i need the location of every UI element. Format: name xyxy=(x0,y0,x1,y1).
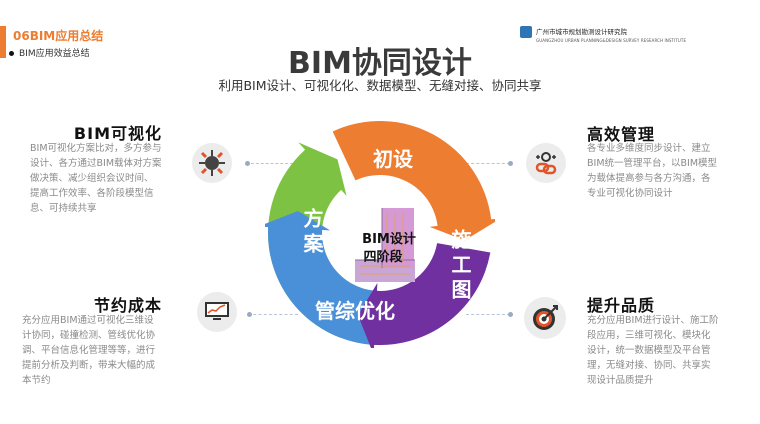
text-line: 提高工作效率、各阶段模型信 xyxy=(30,188,154,199)
page-subtitle: 利用BIM设计、可视化化、数据模型、无缝对接、协同共享 xyxy=(218,78,542,93)
connector-dot xyxy=(247,312,252,317)
text-line: BIM可视化方案比对，多方参与 xyxy=(30,143,162,154)
cost-title: 节约成本 xyxy=(93,296,162,315)
connector-dot xyxy=(508,312,513,317)
text-line: 提前分析及判断，带来大幅的成 xyxy=(22,360,156,371)
bim-stage-cycle: BIM设计 四阶段 初设 管综优化 xyxy=(265,121,495,348)
connector-dot xyxy=(245,161,250,166)
visual-text: BIM可视化方案比对，多方参与 设计、各方通过BIM载体对方案 做决策、减少组织… xyxy=(30,141,180,216)
text-line: 现设计品质提升 xyxy=(587,375,654,386)
visual-title: BIM可视化 xyxy=(73,124,162,143)
text-line: 做决策、减少组织会议时间、 xyxy=(30,173,154,184)
text-line: 计协同，碰撞检测、管线优化协 xyxy=(22,330,156,341)
stage-label-guanzong: 管综优化 xyxy=(315,299,395,323)
text-line: 充分应用BIM进行设计、施工阶 xyxy=(587,315,719,326)
connector-line xyxy=(466,163,510,164)
institute-logo: 广州市城市规划勘测设计研究院 GUANGZHOU URBAN PLANNING&… xyxy=(520,26,686,43)
connector-line xyxy=(246,163,298,164)
text-line: 为载体提高参与各方沟通，各 xyxy=(587,173,711,184)
logo-en: GUANGZHOU URBAN PLANNING&DESIGN SURVEY R… xyxy=(536,38,687,43)
text-line: 设计，统一数据模型及平台管 xyxy=(587,345,711,356)
quality-title: 提升品质 xyxy=(587,296,656,315)
stage-label-chushe: 初设 xyxy=(373,147,413,171)
cycle-center-line2: 四阶段 xyxy=(363,249,402,265)
stage-label-fangan: 方案 xyxy=(300,208,324,258)
building-model-image xyxy=(355,208,415,282)
logo-mark-icon xyxy=(520,26,532,38)
text-line: 段应用，三维可视化、模块化 xyxy=(587,330,711,341)
globe-network-icon xyxy=(192,143,232,183)
monitor-chart-icon xyxy=(197,292,237,332)
text-line: 息、可持续共享 xyxy=(30,203,97,214)
text-line: 理，无缝对接、协同、共享实 xyxy=(587,360,711,371)
text-line: 调、平台信息化管理等等，进行 xyxy=(22,345,156,356)
cost-text: 充分应用BIM通过可视化三维设 计协同，碰撞检测、管线优化协 调、平台信息化管理… xyxy=(22,313,172,388)
text-line: BIM统一管理平台，以BIM模型 xyxy=(587,158,718,169)
section-accent-bar xyxy=(0,26,6,58)
text-line: 充分应用BIM通过可视化三维设 xyxy=(22,315,154,326)
link-users-icon xyxy=(526,143,566,183)
quality-text: 充分应用BIM进行设计、施工阶 段应用，三维可视化、模块化 设计，统一数据模型及… xyxy=(587,313,737,388)
stage-arc-shigongtu xyxy=(358,243,491,348)
connector-dot xyxy=(508,161,513,166)
text-line: 本节约 xyxy=(22,375,51,386)
manage-title: 高效管理 xyxy=(587,125,656,144)
text-line: 设计、各方通过BIM载体对方案 xyxy=(30,158,162,169)
stage-arc-guanzong xyxy=(265,211,380,345)
text-line: 各专业多维度同步设计、建立 xyxy=(587,143,711,154)
text-line: 专业可视化协同设计 xyxy=(587,188,673,199)
page-title: BIM协同设计 xyxy=(288,46,472,81)
cycle-center-line1: BIM设计 xyxy=(362,231,416,247)
target-icon xyxy=(524,297,566,339)
connector-line xyxy=(248,314,298,315)
subsection-title: BIM应用效益总结 xyxy=(9,46,90,59)
logo-cn: 广州市城市规划勘测设计研究院 xyxy=(536,28,627,36)
connector-line xyxy=(466,314,510,315)
stage-arc-chushe xyxy=(332,121,495,241)
manage-text: 各专业多维度同步设计、建立 BIM统一管理平台，以BIM模型 为载体提高参与各方… xyxy=(587,141,737,201)
stage-label-shigongtu: 施工图 xyxy=(448,229,472,304)
section-title: 06BIM应用总结 xyxy=(13,29,104,43)
